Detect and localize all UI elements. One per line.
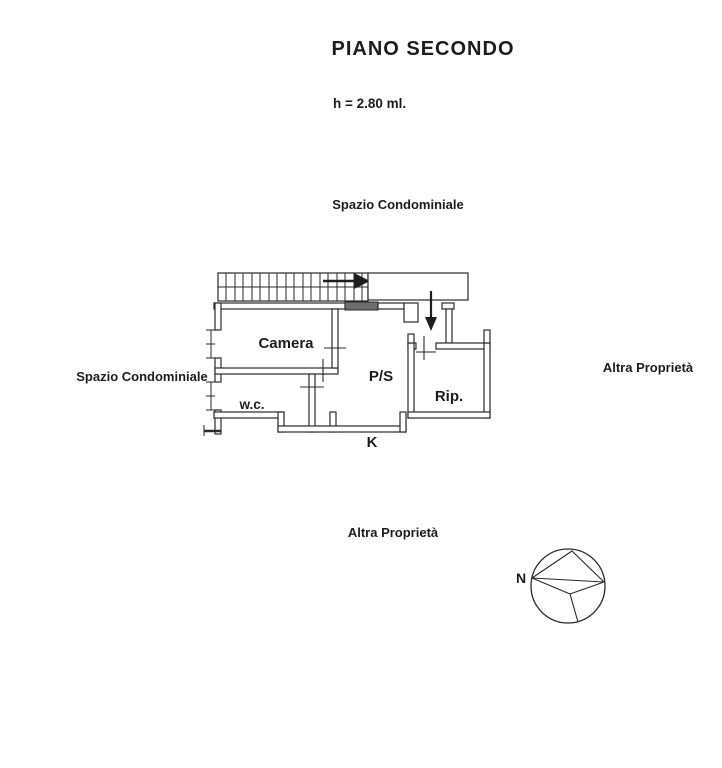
label-altra-proprieta-right: Altra Proprietà bbox=[603, 360, 694, 375]
kitchen-mark: K bbox=[367, 434, 378, 451]
north-wall bbox=[213, 291, 455, 344]
ceiling-height-note: h = 2.80 ml. bbox=[333, 96, 406, 111]
room-label-ps: P/S bbox=[369, 368, 393, 385]
label-spazio-condominiale-top: Spazio Condominiale bbox=[332, 197, 463, 212]
stair-direction-arrow-icon bbox=[323, 273, 370, 289]
rip-room-walls bbox=[407, 329, 491, 419]
label-spazio-condominiale-left: Spazio Condominiale bbox=[76, 369, 207, 384]
south-wall bbox=[213, 411, 407, 433]
room-label-camera: Camera bbox=[258, 335, 314, 352]
entry-arrow-icon bbox=[425, 291, 437, 331]
page-title: PIANO SECONDO bbox=[331, 38, 514, 60]
interior-walls bbox=[214, 308, 346, 433]
wall-notch bbox=[403, 302, 419, 323]
window-camera bbox=[206, 329, 221, 359]
north-compass-icon: N bbox=[516, 548, 606, 624]
label-altra-proprieta-bottom: Altra Proprietà bbox=[348, 525, 439, 540]
window-wc bbox=[206, 381, 221, 411]
room-label-wc: w.c. bbox=[238, 397, 264, 412]
stair-landing bbox=[367, 272, 469, 301]
compass-north-label: N bbox=[516, 570, 526, 586]
filled-wall-segment bbox=[344, 301, 379, 311]
room-label-rip: Rip. bbox=[435, 388, 463, 405]
staircase bbox=[217, 272, 469, 302]
